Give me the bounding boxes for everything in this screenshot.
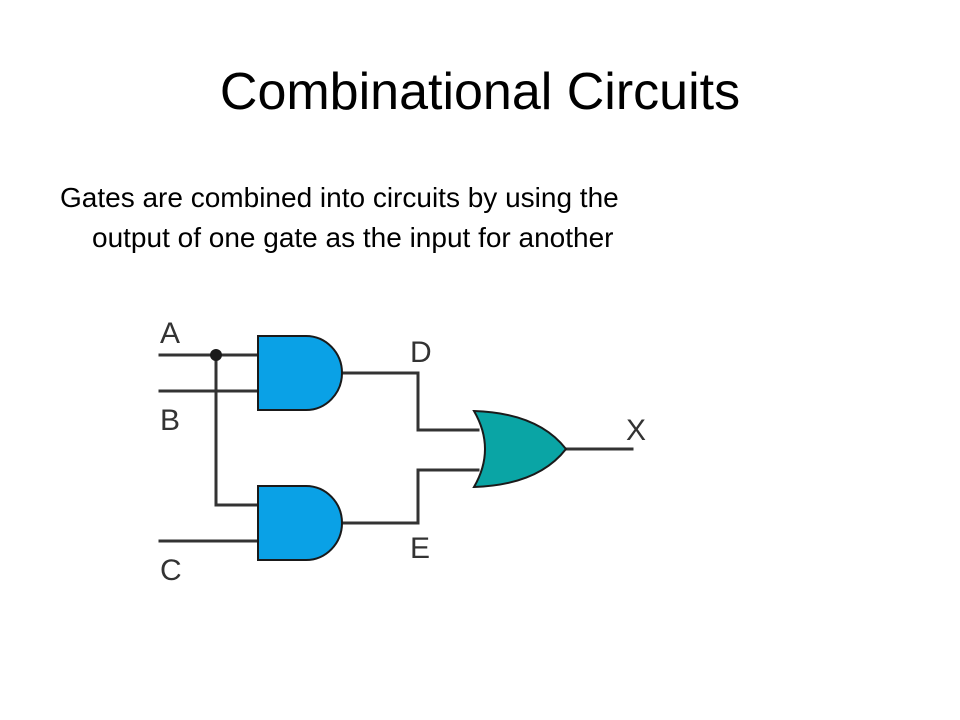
and-gate-top xyxy=(257,335,343,411)
body-text: Gates are combined into circuits by usin… xyxy=(60,178,860,258)
wires xyxy=(158,353,634,543)
wire-e xyxy=(340,468,480,525)
label-a: A xyxy=(160,317,180,350)
body-text-line-2: output of one gate as the input for anot… xyxy=(92,222,614,253)
body-text-line-1: Gates are combined into circuits by usin… xyxy=(60,182,619,213)
label-b: B xyxy=(160,404,180,437)
junction-dot xyxy=(210,349,222,361)
label-e: E xyxy=(410,532,430,565)
and-gate-bottom xyxy=(257,485,343,561)
label-c: C xyxy=(160,554,182,587)
label-x: X xyxy=(626,414,646,447)
page-title: Combinational Circuits xyxy=(219,63,741,121)
or-gate xyxy=(472,409,568,489)
label-d: D xyxy=(410,336,432,369)
wire-a-branch xyxy=(214,353,260,507)
wire-d xyxy=(340,371,480,432)
